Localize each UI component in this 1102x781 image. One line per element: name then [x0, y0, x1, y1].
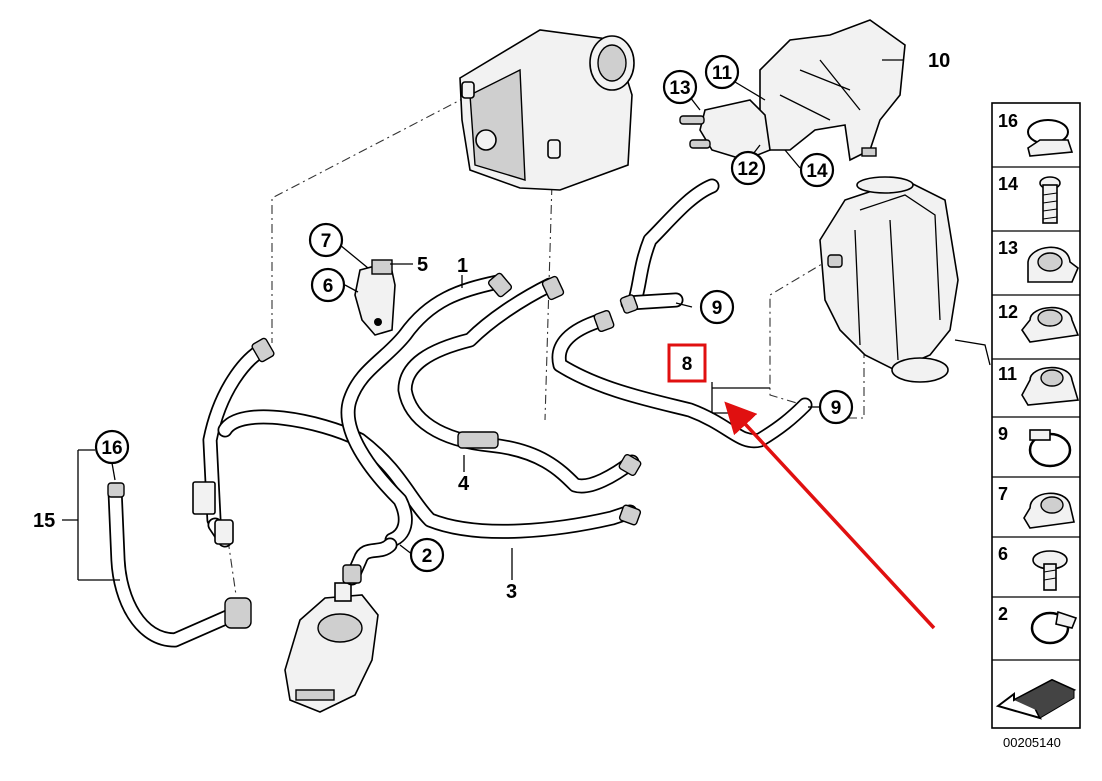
callout-7: 7 [308, 222, 344, 258]
legend-item-12: 12 [998, 302, 1080, 343]
clip-icon [1027, 246, 1079, 283]
callout-number: 8 [682, 354, 693, 375]
callout-16: 16 [94, 429, 130, 465]
callout-leaders [62, 59, 903, 581]
callout-2: 2 [409, 537, 445, 573]
callout-14: 14 [799, 152, 835, 188]
callout-6: 6 [310, 267, 346, 303]
legend-item-13: 13 [998, 238, 1079, 283]
label-3: 3 [506, 581, 517, 603]
clip-icon [1023, 492, 1075, 529]
clip-icon [1021, 306, 1080, 343]
hose-fittings [107, 272, 642, 629]
callout-number: 12 [737, 159, 758, 180]
legend-number: 11 [998, 364, 1017, 384]
legend-number: 16 [998, 111, 1018, 131]
hoses [107, 178, 813, 648]
callout-8-highlighted: 8 [667, 343, 707, 383]
red-pointer-arrow [724, 401, 936, 630]
callout-9-lower: 9 [818, 389, 854, 425]
legend-number: 2 [998, 604, 1008, 624]
label-15: 15 [33, 510, 55, 532]
electric-valve [679, 99, 771, 161]
legend-number: 6 [998, 544, 1008, 564]
legend-number: 7 [998, 484, 1008, 504]
legend-item-16: 16 [998, 111, 1074, 157]
legend-number: 13 [998, 238, 1018, 258]
hose-clamp-icon [1028, 429, 1072, 468]
label-5: 5 [417, 254, 428, 276]
bracket-part-10 [759, 19, 906, 162]
label-4: 4 [458, 473, 470, 495]
callout-number: 9 [831, 398, 842, 419]
callout-number: 6 [323, 276, 334, 297]
parts-legend: 16 14 13 12 [991, 102, 1081, 729]
electric-water-pump [284, 582, 379, 713]
expansion-tank [459, 29, 635, 191]
callout-number: 7 [321, 231, 332, 252]
screw-icon [1039, 176, 1061, 224]
legend-number: 9 [998, 424, 1008, 444]
legend-item-6: 6 [998, 544, 1068, 591]
screw-icon [1032, 550, 1068, 591]
legend-number: 14 [998, 174, 1018, 194]
direction-arrow-icon [995, 678, 1077, 720]
legend-item-2: 2 [998, 604, 1078, 645]
callout-number: 11 [712, 63, 733, 84]
document-number: 00205140 [1003, 735, 1061, 750]
callout-11: 11 [704, 54, 740, 90]
heat-exchanger [819, 176, 991, 383]
legend-item-14: 14 [998, 174, 1061, 224]
callout-12: 12 [730, 150, 766, 186]
callout-number: 16 [101, 438, 122, 459]
callout-number: 2 [422, 546, 433, 567]
small-bracket [354, 259, 396, 336]
callout-number: 14 [806, 161, 828, 182]
callout-13: 13 [662, 69, 698, 105]
callout-number: 9 [712, 298, 723, 319]
label-10: 10 [928, 50, 950, 72]
legend-item-7: 7 [998, 484, 1075, 529]
callout-number: 13 [669, 78, 690, 99]
clip-icon [1021, 366, 1080, 406]
hose-clamp-icon [1030, 610, 1078, 645]
legend-item-9: 9 [998, 424, 1072, 468]
hose-clamp-icon [1027, 119, 1074, 157]
label-1: 1 [457, 255, 468, 277]
legend-number: 12 [998, 302, 1018, 322]
legend-item-11: 11 [998, 364, 1080, 406]
callout-9-upper: 9 [699, 289, 735, 325]
